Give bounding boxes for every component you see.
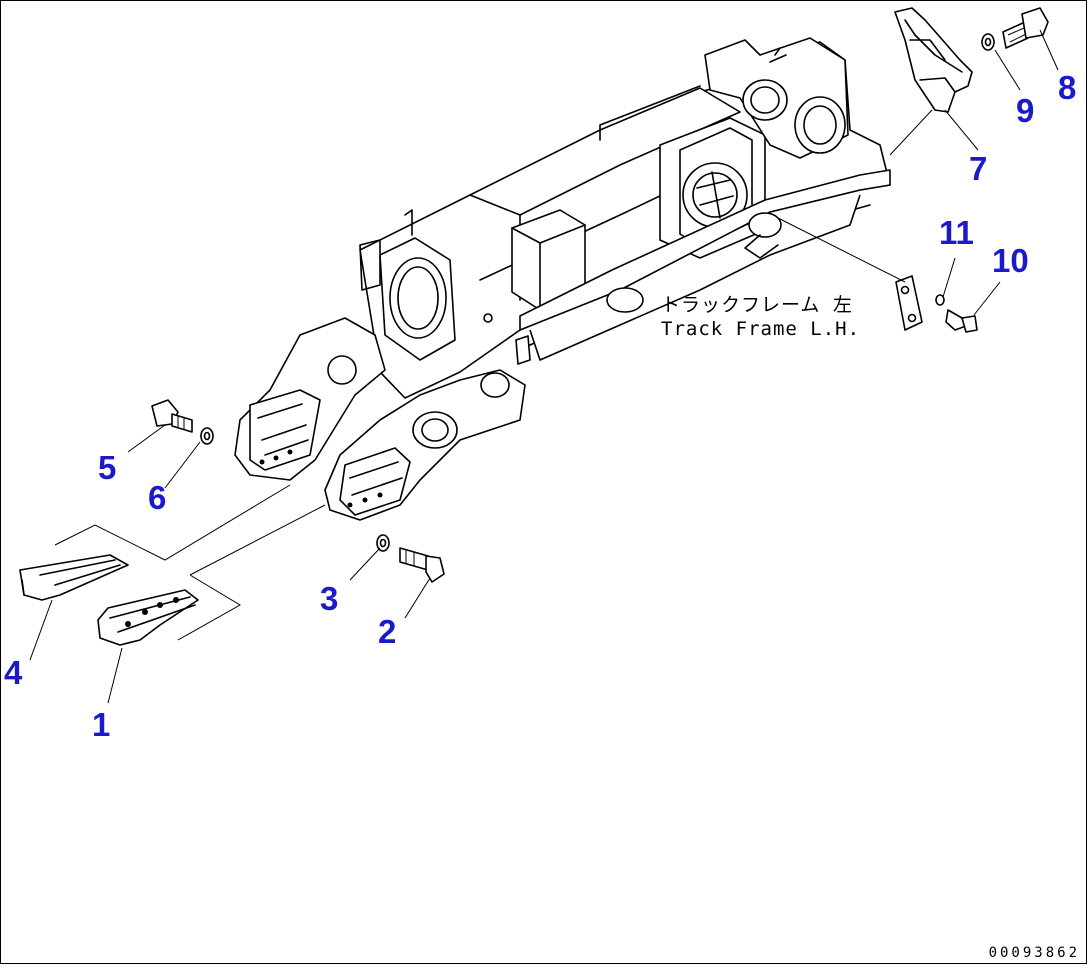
callout-10: 10 — [992, 242, 1029, 279]
plate — [895, 275, 923, 331]
callout-5: 5 — [98, 449, 117, 486]
callout-6: 6 — [148, 479, 167, 516]
callout-1: 1 — [92, 706, 111, 743]
washer-part-9 — [981, 33, 995, 51]
frame-caption: トラックフレーム 左 Track Frame L.H. — [661, 294, 860, 342]
track-frame — [234, 37, 891, 521]
callout-9: 9 — [1016, 92, 1035, 129]
washer-part-11 — [935, 294, 945, 306]
leader-lines — [29, 29, 1059, 704]
assembly-lines — [54, 109, 933, 641]
bolt-part-2 — [399, 547, 445, 583]
bracket-part-7 — [894, 7, 973, 113]
guard-part-4 — [19, 554, 129, 601]
bolt-part-5 — [151, 399, 193, 433]
callout-2: 2 — [378, 613, 397, 650]
guard-part-1 — [97, 589, 199, 646]
callout-3: 3 — [320, 580, 339, 617]
washer-part-3 — [376, 534, 390, 552]
callout-4: 4 — [4, 654, 23, 691]
drawing-id: 00093862 — [988, 945, 1080, 961]
caption-japanese: トラックフレーム 左 — [661, 294, 853, 316]
bolt-part-10 — [945, 309, 978, 333]
caption-english: Track Frame L.H. — [661, 317, 861, 340]
callout-11: 11 — [939, 214, 974, 251]
callout-8: 8 — [1058, 69, 1077, 106]
bolt-part-8 — [1002, 7, 1049, 49]
washer-part-6 — [200, 427, 214, 445]
callout-7: 7 — [969, 150, 988, 187]
